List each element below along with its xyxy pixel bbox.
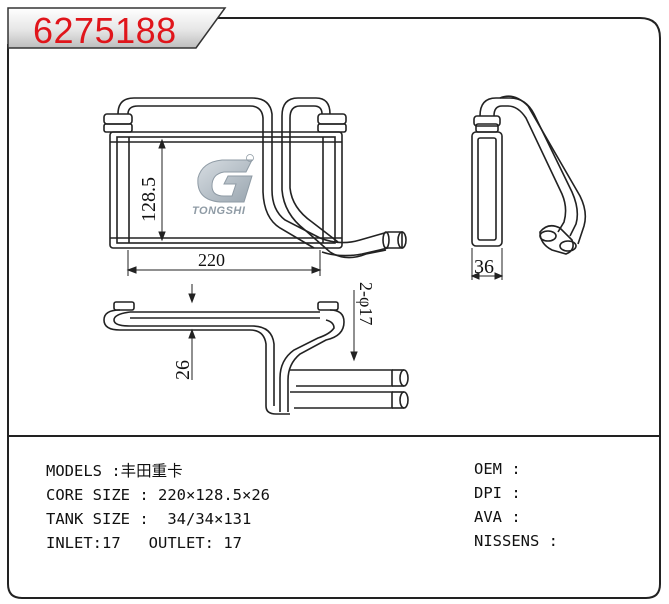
oem-row: OEM : [474,460,521,478]
tongshi-logo: TONGSHI [192,154,254,217]
dpi-row: DPI : [474,484,521,502]
tank-size-label: TANK SIZE : [46,510,149,528]
outlet-value: 17 [223,534,243,552]
part-number: 6275188 [33,10,177,51]
models-row: MODELS :丰田重卡 [46,462,183,481]
tank-size-value: 34/34×131 [167,510,252,528]
dim-width: 220 [198,250,225,270]
inlet-outlet-row: INLET:17 OUTLET: 17 [46,534,242,553]
top-view [103,301,409,415]
dim-pipe-diameter: 2-φ17 [356,282,376,325]
core-size-label: CORE SIZE : [46,486,149,504]
models-value: 丰田重卡 [120,462,183,480]
front-dimensions [126,138,322,276]
core-size-value: 220×128.5×26 [158,486,270,504]
front-view [103,97,407,259]
part-number-tab [7,7,227,49]
dim-height: 128.5 [138,177,160,222]
outlet-label: OUTLET: [148,534,214,552]
inlet-label: INLET: [46,534,102,552]
sheet-frame [7,17,661,599]
ava-row: AVA : [474,508,521,526]
brand-watermark: TONGSHI [192,205,246,217]
side-view [471,95,587,255]
top-dimensions [188,284,358,380]
dim-thickness: 36 [474,256,494,278]
dim-pipe-height: 26 [172,360,194,380]
inlet-value: 17 [102,534,121,552]
nissens-row: NISSENS : [474,532,558,550]
models-label: MODELS : [46,462,121,480]
tank-size-row: TANK SIZE : 34/34×131 [46,510,251,529]
side-dimensions [470,248,504,280]
core-size-row: CORE SIZE : 220×128.5×26 [46,486,270,505]
